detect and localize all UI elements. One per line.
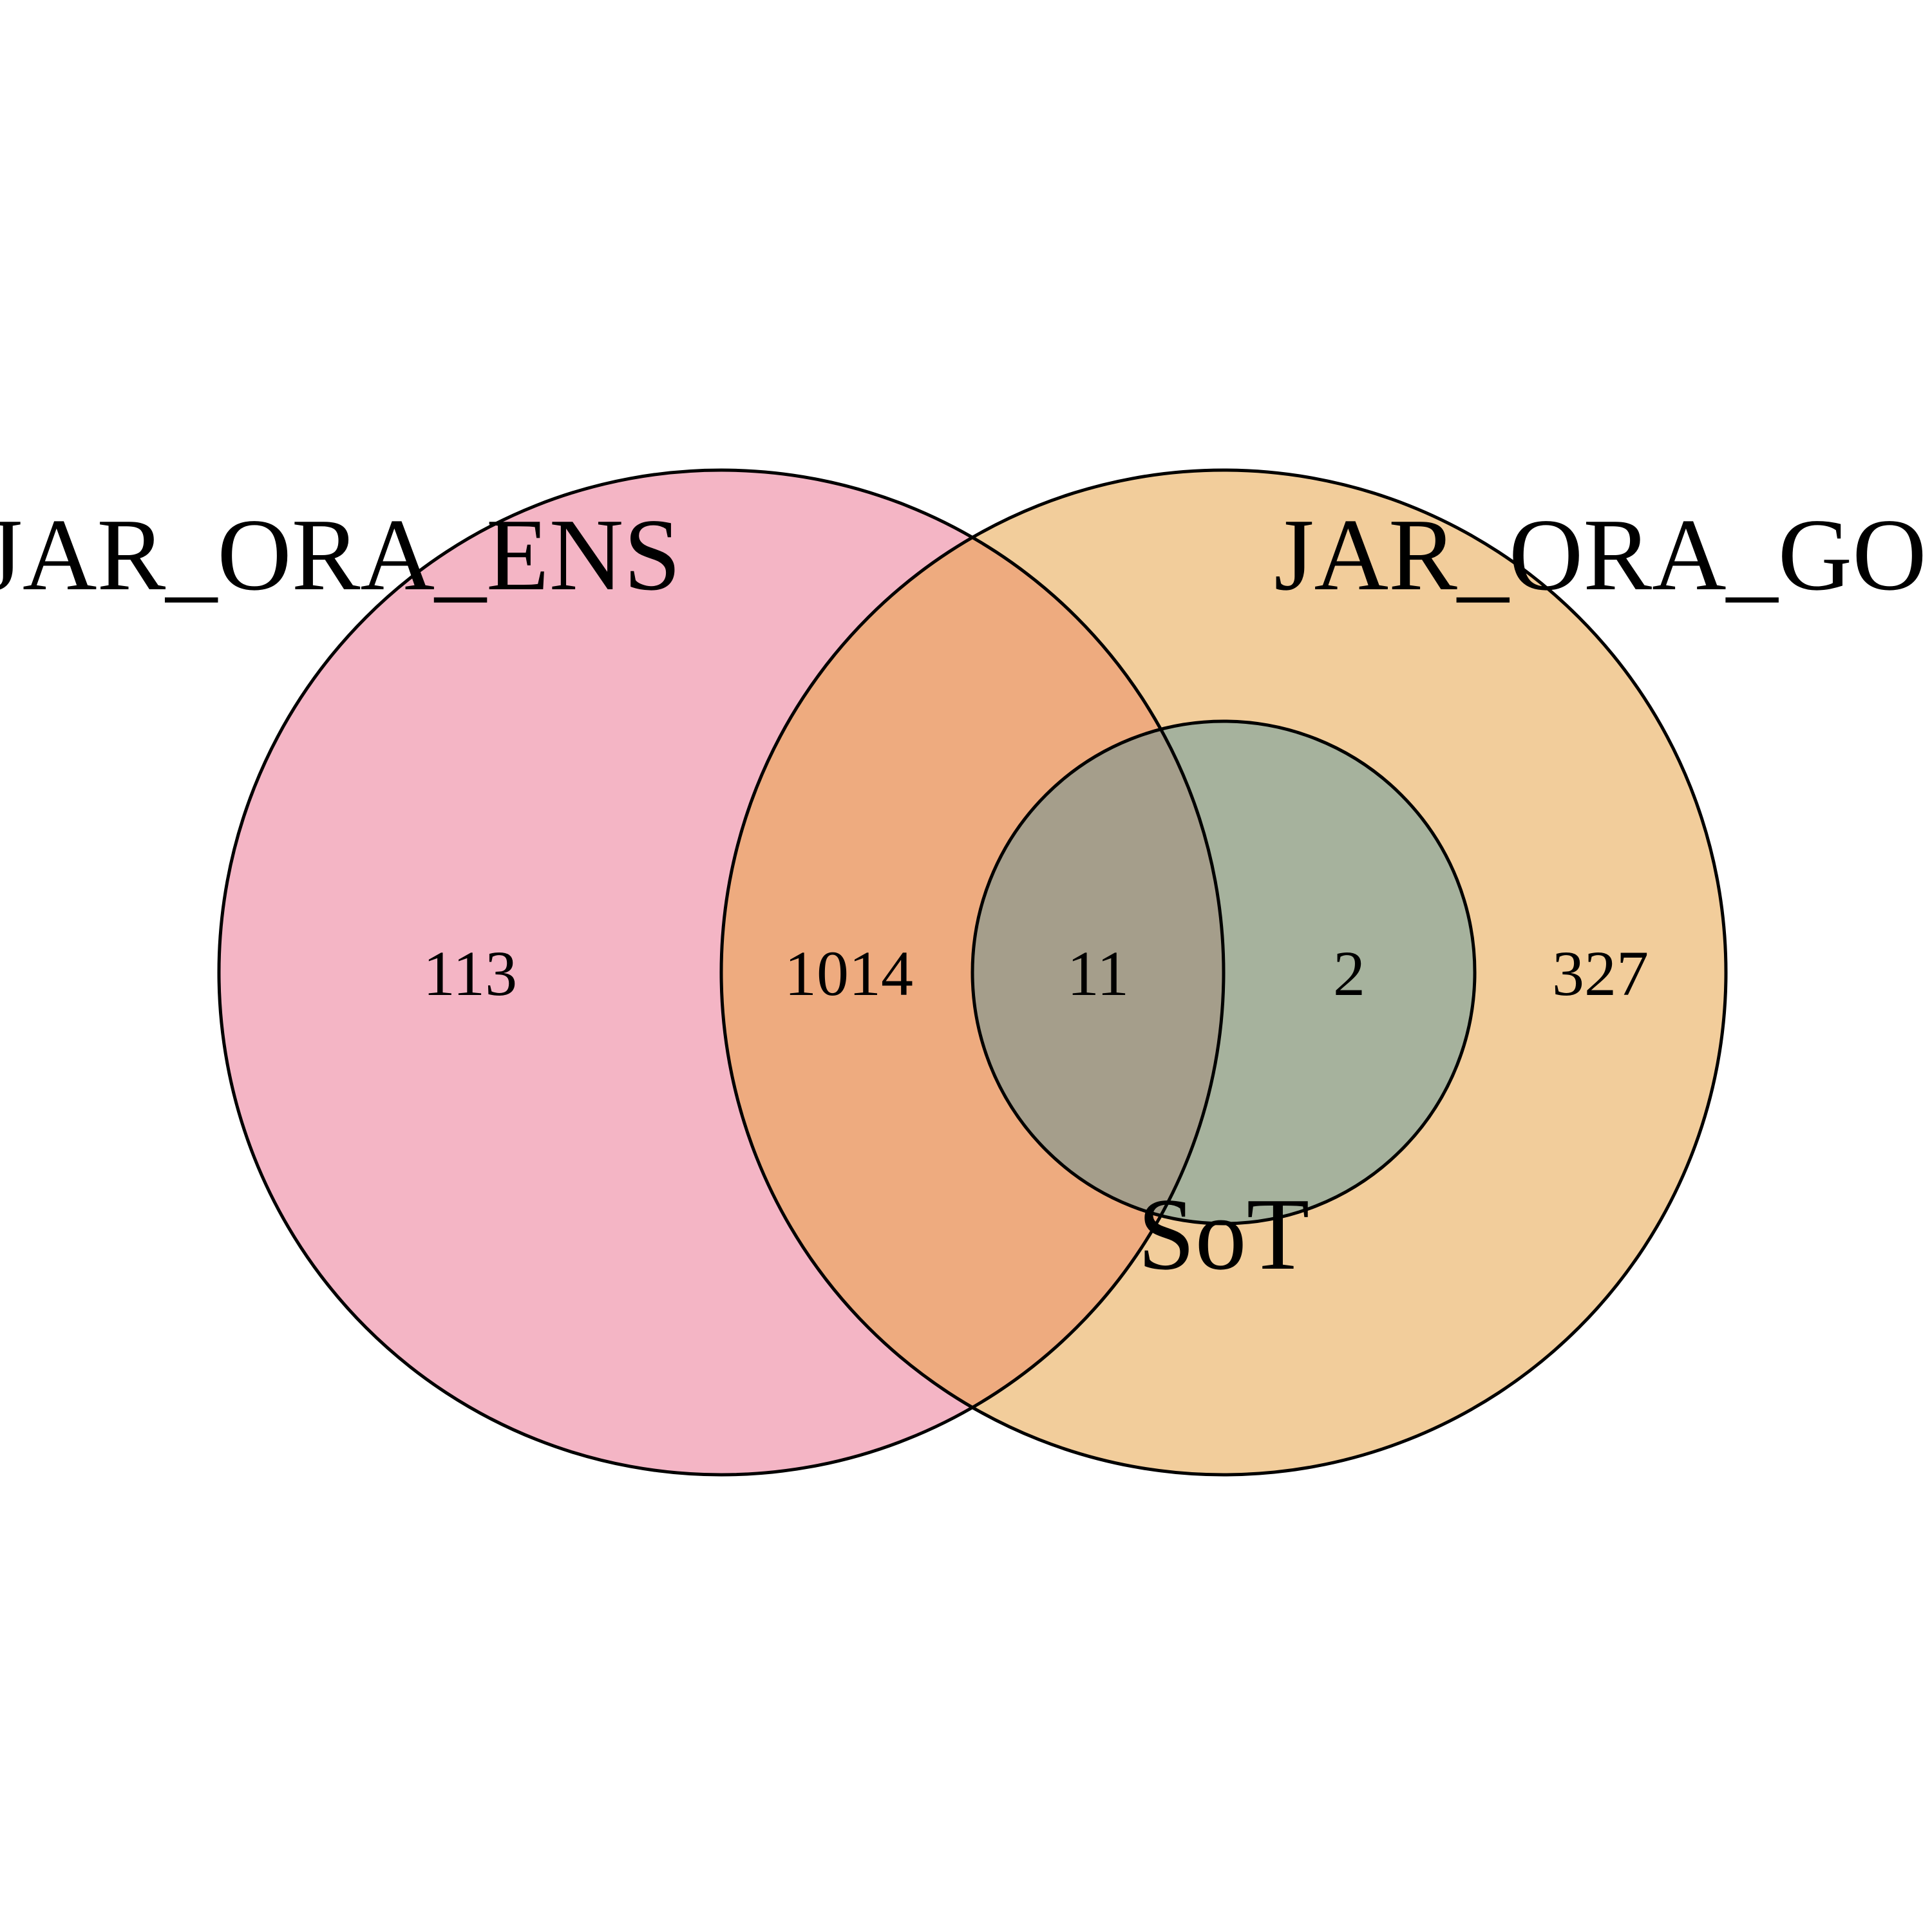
set-a-b-overlap-fill [721,470,1224,1475]
count-a-and-b-and-c: 11 [1067,938,1129,1009]
set-c-label: SoT [1138,1177,1310,1291]
count-b-and-c: 2 [1333,938,1365,1009]
count-a-and-b: 1014 [784,938,913,1009]
set-a-outline [217,468,1226,1477]
set-b-label: JAR_ORA_GO [1274,497,1926,612]
set-c-outline [971,719,1477,1226]
set-a-c-overlap-fill [972,721,1224,1224]
set-b-outline [719,468,1728,1477]
count-b-only: 327 [1552,938,1649,1009]
count-a-only: 113 [423,938,517,1009]
set-a-label: JAR_ORA_ENS [0,497,681,612]
